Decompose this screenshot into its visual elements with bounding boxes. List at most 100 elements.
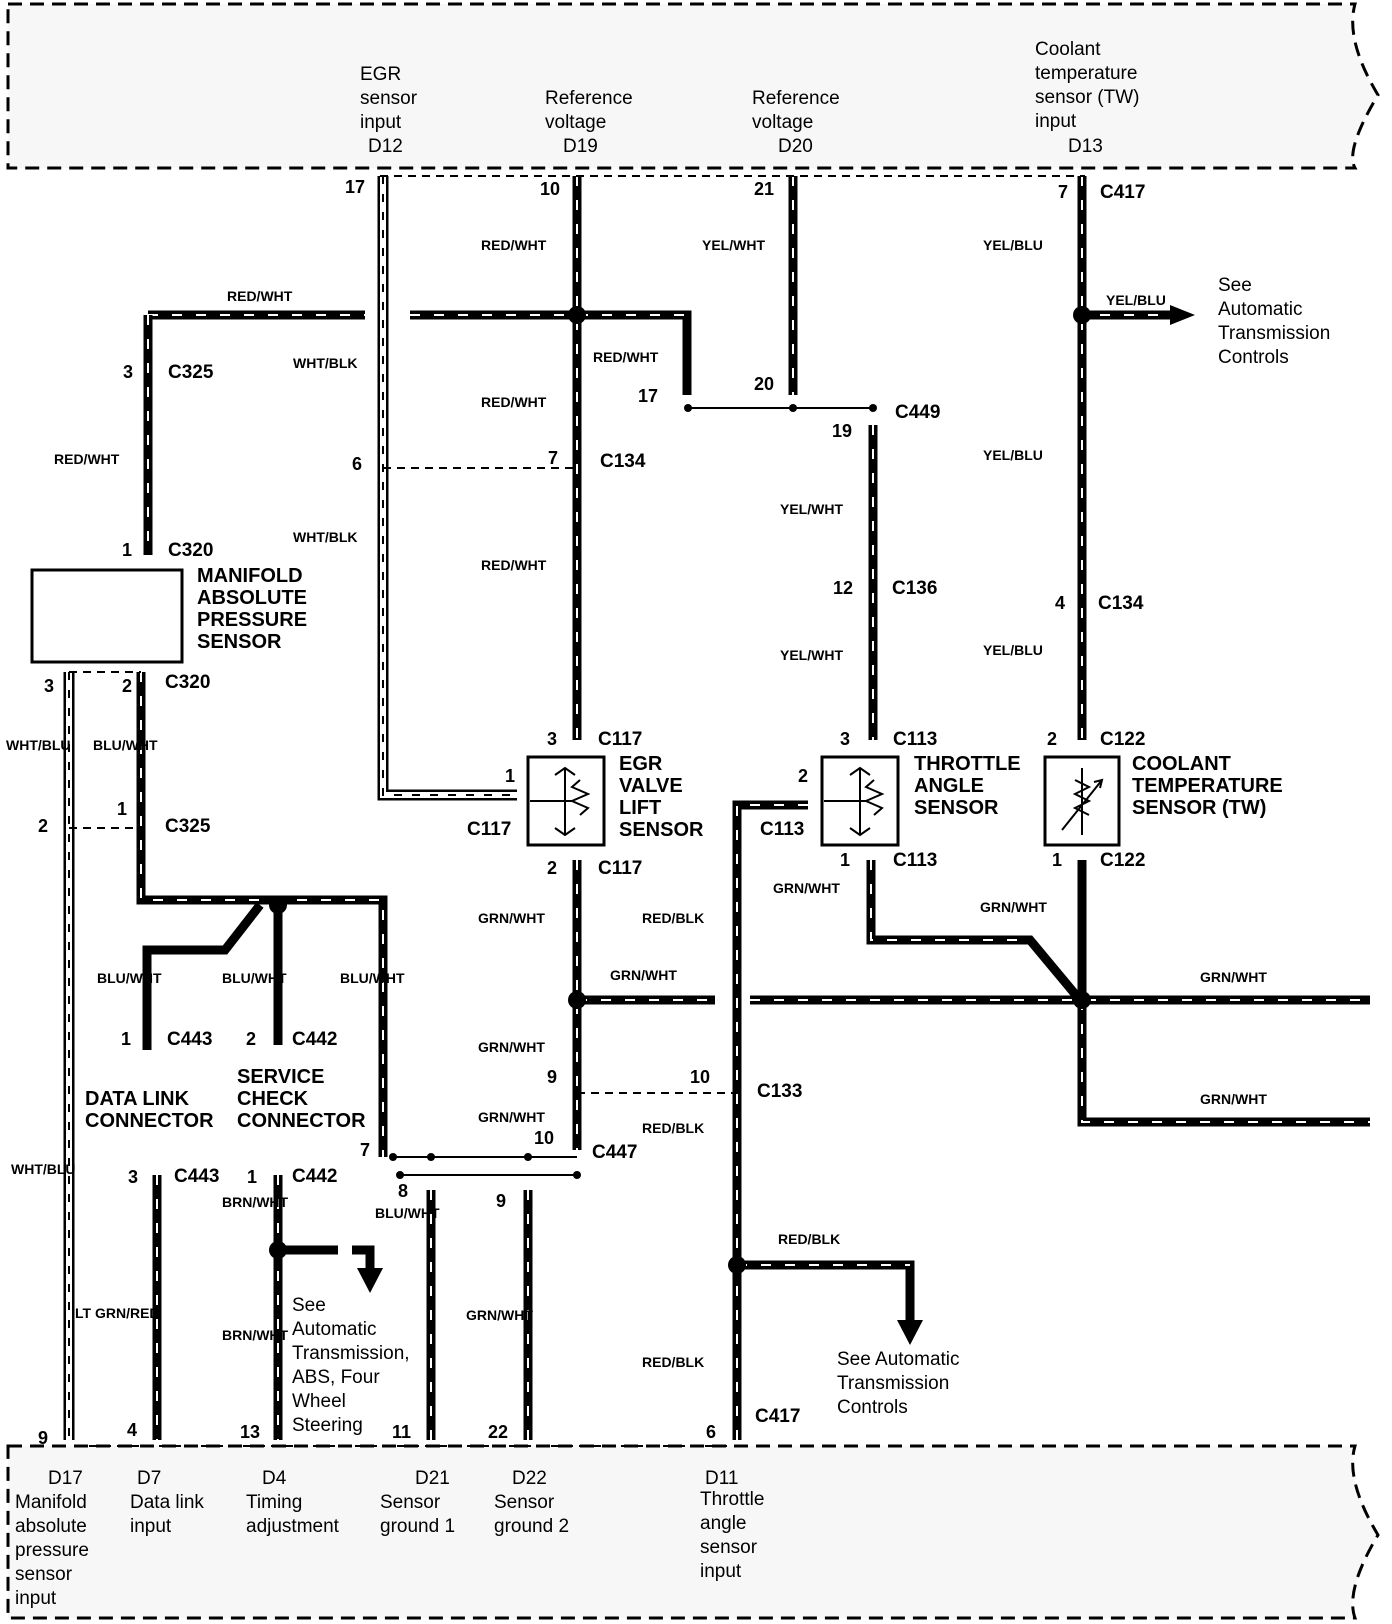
egr-label-2: VALVE bbox=[619, 775, 683, 797]
d11-line-2: angle bbox=[700, 1513, 747, 1534]
wl-brn-wht-2: BRN/WHT bbox=[222, 1327, 289, 1343]
d22-pin: D22 bbox=[512, 1468, 547, 1489]
connector-ids: C417 C325 C320 C320 C325 C134 C449 C136 … bbox=[165, 182, 1145, 1427]
ecm-bottom-labels: D17 Manifold absolute pressure sensor in… bbox=[15, 1468, 764, 1609]
dlc-label-1: DATA LINK bbox=[85, 1088, 190, 1110]
conn-c117-top: C117 bbox=[598, 729, 642, 750]
d22-line-2: ground 2 bbox=[494, 1516, 569, 1537]
conn-c320-top: C320 bbox=[168, 540, 213, 561]
d19-label-pin: D19 bbox=[563, 136, 598, 157]
wl-wht-blk-2: WHT/BLK bbox=[293, 529, 358, 545]
pin-3-c320: 3 bbox=[44, 676, 54, 696]
map-label-3: PRESSURE bbox=[197, 609, 307, 631]
pin-21-top: 21 bbox=[754, 179, 774, 199]
wl-yel-wht-1: YEL/WHT bbox=[702, 237, 765, 253]
pin-3-c113: 3 bbox=[840, 729, 850, 749]
wl-grn-wht-5: GRN/WHT bbox=[1200, 969, 1267, 985]
wl-yel-blu-3: YEL/BLU bbox=[983, 447, 1043, 463]
pin-3-c325: 3 bbox=[123, 362, 133, 382]
wl-grn-wht-3: GRN/WHT bbox=[773, 880, 840, 896]
d20-label-2: voltage bbox=[752, 112, 813, 133]
conn-c417-bottom: C417 bbox=[755, 1406, 800, 1427]
d4-pin: D4 bbox=[262, 1468, 287, 1489]
d21-line-2: ground 1 bbox=[380, 1516, 455, 1537]
d7-pin: D7 bbox=[137, 1468, 161, 1489]
wl-grn-wht-2: GRN/WHT bbox=[610, 967, 677, 983]
conn-c417-top: C417 bbox=[1100, 182, 1145, 203]
d12-label-pin: D12 bbox=[368, 136, 403, 157]
wl-grn-wht-1: GRN/WHT bbox=[478, 910, 545, 926]
conn-c136: C136 bbox=[892, 578, 937, 599]
d20-label-1: Reference bbox=[752, 88, 840, 109]
wl-grn-wht-6: GRN/WHT bbox=[478, 1039, 545, 1055]
pin-2-c113: 2 bbox=[798, 766, 808, 786]
wires bbox=[63, 175, 1370, 1447]
conn-c133: C133 bbox=[757, 1081, 802, 1102]
pin-10-top: 10 bbox=[540, 179, 560, 199]
wl-blu-wht-2: BLU/WHT bbox=[97, 970, 162, 986]
egr-label-1: EGR bbox=[619, 753, 663, 775]
pin-17-top: 17 bbox=[345, 177, 365, 197]
wl-red-wht-6: RED/WHT bbox=[481, 557, 547, 573]
conn-c113-bottom: C113 bbox=[893, 850, 937, 871]
wl-yel-blu-4: YEL/BLU bbox=[983, 642, 1043, 658]
component-labels: MANIFOLD ABSOLUTE PRESSURE SENSOR EGR VA… bbox=[85, 565, 1283, 1132]
conn-c320-bottom: C320 bbox=[165, 672, 210, 693]
wl-red-blk-3: RED/BLK bbox=[778, 1231, 840, 1247]
ect-label-1: COOLANT bbox=[1132, 753, 1231, 775]
ecm-bottom-box bbox=[6, 1444, 1380, 1620]
map-label-1: MANIFOLD bbox=[197, 565, 303, 587]
pin-2-c122: 2 bbox=[1047, 729, 1057, 749]
d19-label-1: Reference bbox=[545, 88, 633, 109]
wl-wht-blu-1: WHT/BLU bbox=[6, 737, 71, 753]
ecm-top-labels: EGR sensor input D12 Reference voltage D… bbox=[360, 39, 1140, 157]
conn-c447: C447 bbox=[592, 1142, 637, 1163]
coolant-sensor-symbol bbox=[1061, 768, 1104, 835]
conn-c443-top: C443 bbox=[167, 1029, 212, 1050]
pin-7-top: 7 bbox=[1058, 182, 1068, 202]
pin-12-c136: 12 bbox=[833, 578, 853, 598]
d4-line-2: adjustment bbox=[246, 1516, 340, 1537]
wl-red-blk-2: RED/BLK bbox=[642, 1120, 704, 1136]
d17-line-2: absolute bbox=[15, 1516, 87, 1537]
note-bottom-3: Controls bbox=[837, 1397, 908, 1418]
egr-label-4: SENSOR bbox=[619, 819, 704, 841]
pin-20-c449: 20 bbox=[754, 374, 774, 394]
d11-line-3: sensor bbox=[700, 1537, 758, 1558]
d21-pin: D21 bbox=[415, 1468, 450, 1489]
dlc-label-2: CONNECTOR bbox=[85, 1110, 214, 1132]
tps-label-1: THROTTLE bbox=[914, 753, 1021, 775]
d21-line-1: Sensor bbox=[380, 1492, 441, 1513]
d11-pin: D11 bbox=[705, 1468, 738, 1489]
pin-1-c442: 1 bbox=[247, 1167, 257, 1187]
conn-c117-bottom: C117 bbox=[598, 858, 642, 879]
d11-line-1: Throttle bbox=[700, 1489, 764, 1510]
d17-line-1: Manifold bbox=[15, 1492, 87, 1513]
pin-1-c443: 1 bbox=[121, 1029, 131, 1049]
pin-numbers: 17 10 21 7 3 17 20 6 7 19 1 12 4 3 2 3 3… bbox=[38, 177, 1068, 1448]
wl-red-blk-4: RED/BLK bbox=[642, 1354, 704, 1370]
d12-label-3: input bbox=[360, 112, 402, 133]
wl-brn-wht-1: BRN/WHT bbox=[222, 1194, 289, 1210]
d19-label-2: voltage bbox=[545, 112, 606, 133]
cross-reference-notes: See Automatic Transmission Controls See … bbox=[292, 275, 1330, 1436]
pin-2-c320: 2 bbox=[122, 676, 132, 696]
pin-3-c117: 3 bbox=[547, 729, 557, 749]
d17-line-4: sensor bbox=[15, 1564, 73, 1585]
pin-8-c447: 8 bbox=[398, 1181, 408, 1201]
pin-2-c117: 2 bbox=[547, 858, 557, 878]
pin-9-c447: 9 bbox=[496, 1191, 506, 1211]
wl-red-wht-4: RED/WHT bbox=[481, 394, 547, 410]
note-at-right-2: Automatic bbox=[1218, 299, 1302, 320]
pin-9-c133: 9 bbox=[547, 1067, 557, 1087]
d12-label-1: EGR bbox=[360, 64, 401, 85]
wl-grn-wht-9: GRN/WHT bbox=[466, 1307, 533, 1323]
d13-label-2: temperature bbox=[1035, 63, 1137, 84]
note-at-right-1: See bbox=[1218, 275, 1252, 296]
pin-3-c443: 3 bbox=[128, 1167, 138, 1187]
d13-label-pin: D13 bbox=[1068, 136, 1103, 157]
wl-grn-wht-8: GRN/WHT bbox=[1200, 1091, 1267, 1107]
wl-wht-blk-1: WHT/BLK bbox=[293, 355, 358, 371]
pin-1-c320: 1 bbox=[122, 540, 132, 560]
conn-c134-left: C134 bbox=[600, 451, 646, 472]
